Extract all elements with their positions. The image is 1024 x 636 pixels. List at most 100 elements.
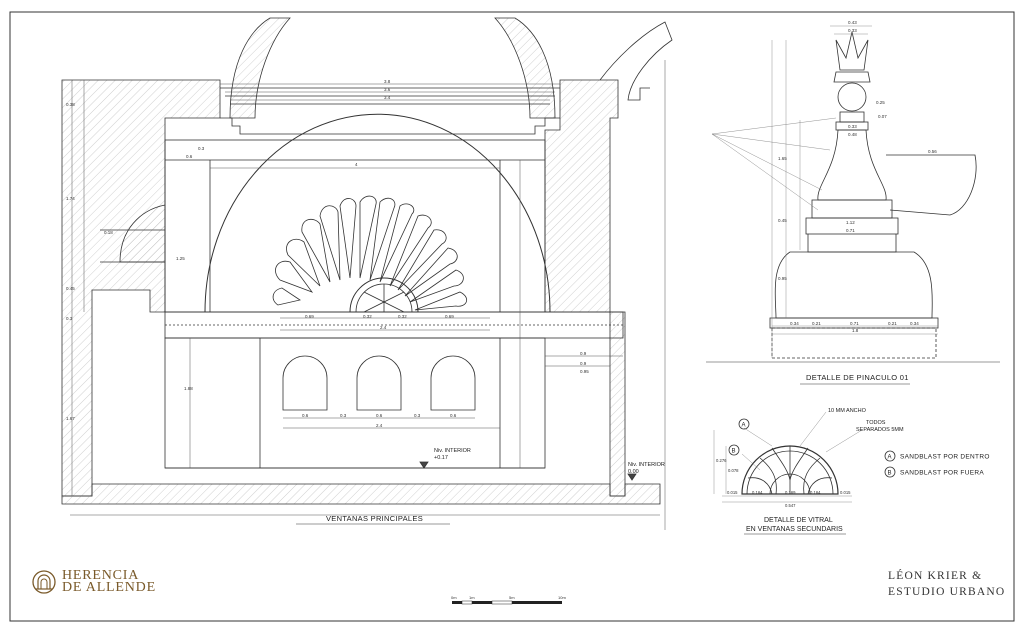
- studio-credit: LÉON KRIER & ESTUDIO URBANO: [888, 568, 1005, 600]
- finial-ball: [837, 82, 867, 112]
- pinnacle-base: [774, 251, 933, 319]
- dim-text: 0.32: [398, 314, 407, 319]
- scale-seg: [452, 601, 462, 604]
- scale-label: 10m: [558, 595, 566, 600]
- level-label: Niv. INTERIOR: [434, 448, 471, 454]
- dome-shell-right: [599, 21, 673, 101]
- pinnacle-title: DETALLE DE PINACULO 01: [806, 373, 909, 382]
- dim-text: 0.015: [840, 490, 851, 495]
- scale-seg: [472, 601, 492, 604]
- dim-text: 0.45: [778, 218, 787, 223]
- dim-text: 0.6: [302, 413, 309, 418]
- level-value: +0.17: [434, 455, 448, 461]
- dim-text: 3.6: [384, 87, 391, 92]
- dim-text: 0.33: [848, 124, 857, 129]
- dim-text: 1.12: [846, 220, 855, 225]
- note-width: 10 MM ANCHO: [828, 408, 867, 414]
- dim-text: 0.43: [848, 20, 857, 25]
- small-window-1: [282, 355, 328, 411]
- dim-text: 0.07: [878, 114, 887, 119]
- side-niche: [119, 204, 166, 263]
- legend-a-circle: [884, 450, 896, 462]
- level-label: Niv. INTERIOR: [628, 462, 665, 468]
- lower-panel: [164, 337, 546, 469]
- dim-text: 0.3: [414, 413, 421, 418]
- scale-seg: [491, 600, 513, 605]
- dim-text: 0.9: [580, 351, 587, 356]
- callout-b-letter: B: [732, 449, 736, 455]
- dim-text: 1.88: [184, 386, 193, 391]
- finial-leaves: [835, 31, 869, 71]
- stained-title: DETALLE DE VITRAL: [764, 517, 833, 524]
- dim-text: 3.4: [384, 95, 391, 100]
- dim-text: 0.9: [580, 361, 587, 366]
- dim-text: 0.3: [340, 413, 347, 418]
- dim-text: 0.95: [580, 369, 589, 374]
- scale-label: 1m: [469, 595, 475, 600]
- dim-text: 3.8: [384, 79, 391, 84]
- dim-text: 0.56: [928, 149, 937, 154]
- studio-line1: LÉON KRIER &: [888, 570, 983, 582]
- side-ornament: [886, 154, 977, 216]
- dim-text: 2.4: [376, 423, 383, 428]
- brand-name-line1: HERENCIA: [62, 568, 140, 583]
- fan-rosette: [272, 195, 468, 313]
- stained-subtitle: EN VENTANAS SECUNDARIS: [746, 526, 843, 533]
- main-arch: [204, 113, 551, 313]
- dim-text: 0.21: [812, 321, 821, 326]
- studio-line2: ESTUDIO URBANO: [888, 586, 1006, 598]
- callout-b: [728, 444, 740, 456]
- dim-text: 0.078: [728, 468, 739, 473]
- dim-text: 0.21: [888, 321, 897, 326]
- dim-text: 0.6: [450, 413, 457, 418]
- dim-text: 4: [355, 162, 358, 167]
- callout-a-letter: A: [742, 423, 746, 429]
- main-view-title: VENTANAS PRINCIPALES: [326, 514, 423, 523]
- scale-label: 0m: [451, 595, 457, 600]
- dim-text: 0.33: [848, 28, 857, 33]
- dim-text: 0.69: [305, 314, 314, 319]
- dim-text: 1.67: [66, 416, 75, 421]
- pinnacle-detail: [706, 25, 1000, 363]
- dim-text: 0.015: [727, 490, 738, 495]
- dim-text: 0.69: [445, 314, 454, 319]
- small-window-3: [430, 355, 476, 411]
- small-window-2: [356, 355, 402, 411]
- dim-text: 0.3: [198, 146, 205, 151]
- scale-label: 5m: [509, 595, 515, 600]
- dim-text: 0.164: [810, 490, 821, 495]
- stained-glass-detail: [713, 411, 896, 503]
- dim-text: 0.34: [910, 321, 919, 326]
- dim-text: 0.32: [363, 314, 372, 319]
- dim-text: 0.6: [186, 154, 193, 159]
- dim-text: 0.34: [790, 321, 799, 326]
- dim-text: 2.4: [380, 325, 387, 330]
- dome-shell-left: [229, 17, 291, 119]
- sheet-border: [9, 11, 1015, 622]
- left-dimension-texts: 0.38 1.74 0.45 0.3 1.88 1.67 1.25 0.18: [66, 102, 193, 421]
- dim-text: 0.547: [785, 503, 796, 508]
- brand-emblem-icon: [32, 570, 56, 594]
- dim-text: 1.25: [176, 256, 185, 261]
- dim-text: 0.48: [848, 132, 857, 137]
- note-all: TODOS: [866, 420, 886, 426]
- callout-a: [738, 418, 750, 430]
- dim-text: 0.25: [876, 100, 885, 105]
- dim-text: 0.164: [752, 490, 763, 495]
- legend-a-letter: A: [888, 455, 892, 461]
- stained-dimension-texts: 0.015 0.164 0.169 0.164 0.015 0.547 0.07…: [716, 458, 851, 508]
- note-spacing: SEPARADOS 5MM: [856, 427, 904, 433]
- left-wall-hatch: [61, 79, 221, 497]
- scale-seg: [461, 600, 473, 605]
- dim-text: 0.3: [66, 316, 73, 321]
- main-elevation: [61, 17, 673, 530]
- dim-text: 1.8: [852, 328, 859, 333]
- scale-bar: 0m 1m 5m 10m: [451, 595, 566, 605]
- brand-logo: HERENCIA DE ALLENDE: [32, 569, 156, 595]
- dim-text: 0.169: [785, 490, 796, 495]
- scale-seg: [512, 601, 562, 604]
- dim-text: 0.38: [66, 102, 75, 107]
- pinnacle-dimension-texts: 0.43 0.33 0.25 0.07 0.33 0.48 1.12 0.71 …: [778, 20, 937, 333]
